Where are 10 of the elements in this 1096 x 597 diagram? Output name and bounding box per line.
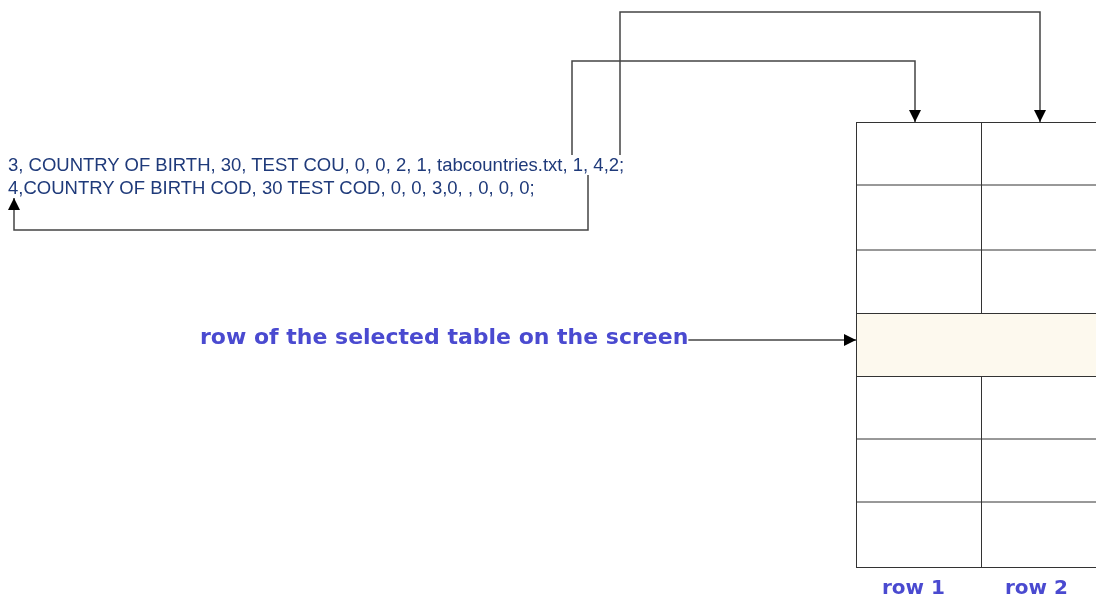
arrow: [687, 334, 857, 346]
annotation-text: row of the selected table on the screen: [200, 324, 689, 350]
data-line-text: 3, COUNTRY OF BIRTH, 30, TEST COU, 0, 0, 2, 1, tabcountries.txt, 1, 4,2;: [8, 155, 625, 175]
arrow: [571, 60, 921, 156]
arrow: [8, 174, 589, 231]
column-label: row 2: [1005, 576, 1068, 597]
highlighted-table-row: [856, 313, 1096, 377]
arrow: [619, 11, 1046, 156]
data-line-text: 4,COUNTRY OF BIRTH COD, 30 TEST COD, 0, 0, 3,0, , 0, 0, 0;: [8, 178, 535, 198]
column-label: row 1: [882, 576, 945, 597]
